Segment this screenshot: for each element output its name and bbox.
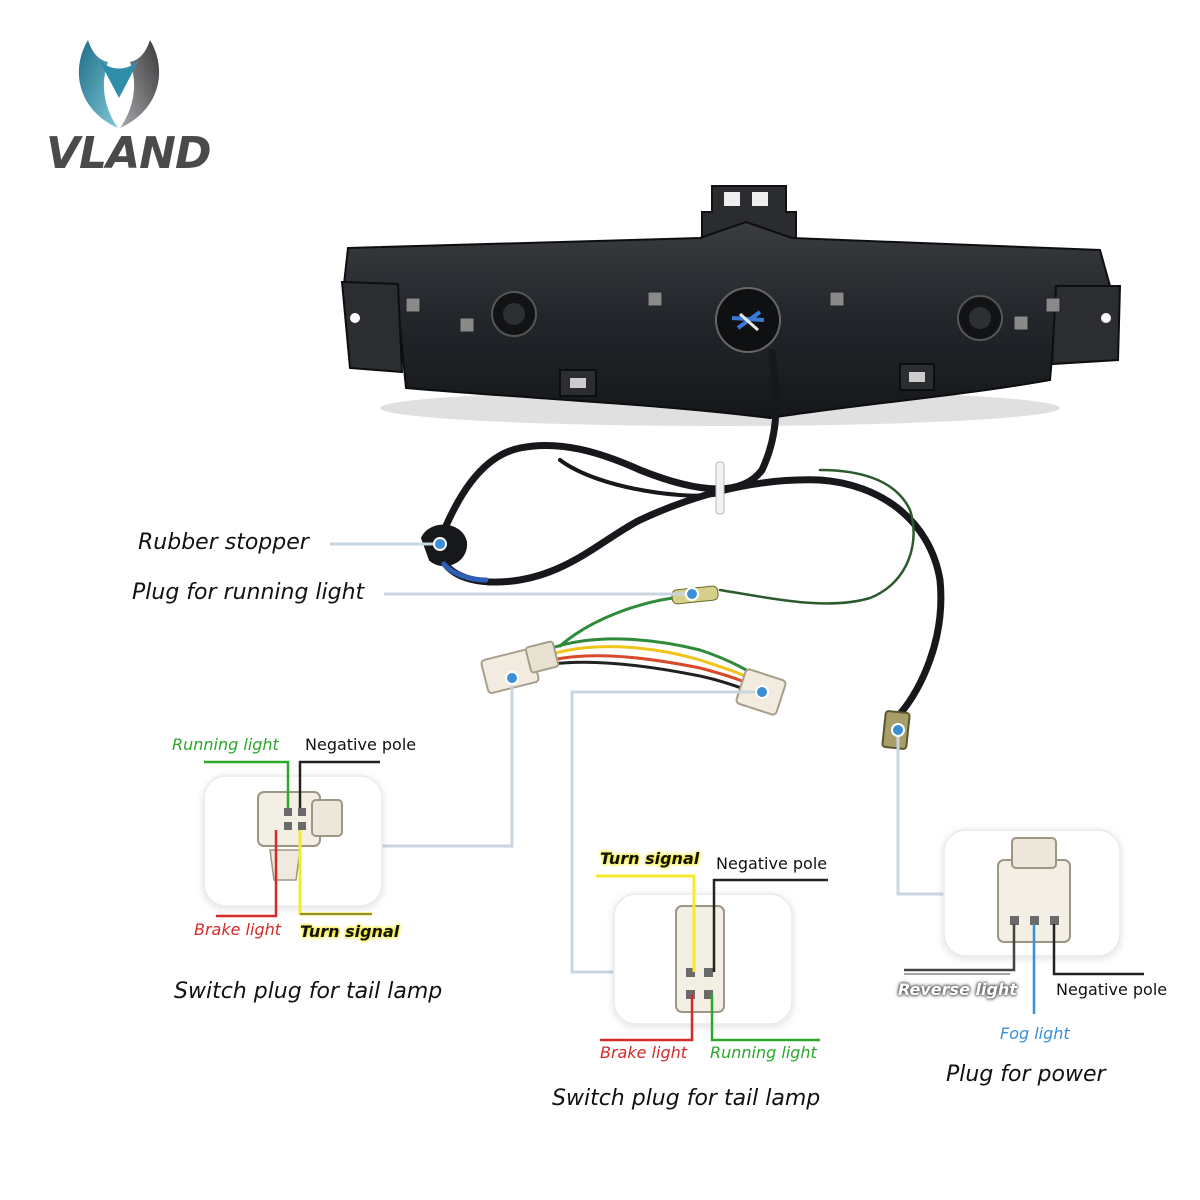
plug2-brake-light-label: Brake light xyxy=(600,1043,688,1062)
connector-1 xyxy=(480,640,560,694)
brand-wordmark: VLAND xyxy=(46,128,211,179)
plug2-title: Switch plug for tail lamp xyxy=(552,1086,821,1111)
rubber-stopper-label: Rubber stopper xyxy=(138,530,309,555)
plug2-negative-pole-label: Negative pole xyxy=(716,854,828,873)
power-negative-pole-label: Negative pole xyxy=(1056,980,1168,999)
wire-harness xyxy=(420,348,945,750)
plug2-running-light-label: Running light xyxy=(710,1043,817,1062)
vland-logo xyxy=(78,40,160,128)
plug1-running-light-label: Running light xyxy=(172,735,279,754)
power-plug-detail-card xyxy=(904,829,1144,1014)
plug1-negative-pole-label: Negative pole xyxy=(305,735,417,754)
plug-detail-card-1 xyxy=(203,760,383,918)
running-light-plug-label: Plug for running light xyxy=(132,580,365,605)
plug-detail-card-2 xyxy=(596,874,828,1042)
leader-dots xyxy=(433,537,905,737)
power-title: Plug for power xyxy=(946,1062,1106,1087)
plug2-turn-signal-label: Turn signal xyxy=(600,849,700,868)
plug1-title: Switch plug for tail lamp xyxy=(174,979,443,1004)
leader-lines xyxy=(330,542,944,974)
power-reverse-light-label: Reverse light xyxy=(898,980,1017,999)
plug1-turn-signal-label: Turn signal xyxy=(300,922,400,941)
tail-lamp-housing xyxy=(340,185,1122,426)
power-fog-light-label: Fog light xyxy=(1000,1024,1070,1043)
plug1-brake-light-label: Brake light xyxy=(194,920,282,939)
